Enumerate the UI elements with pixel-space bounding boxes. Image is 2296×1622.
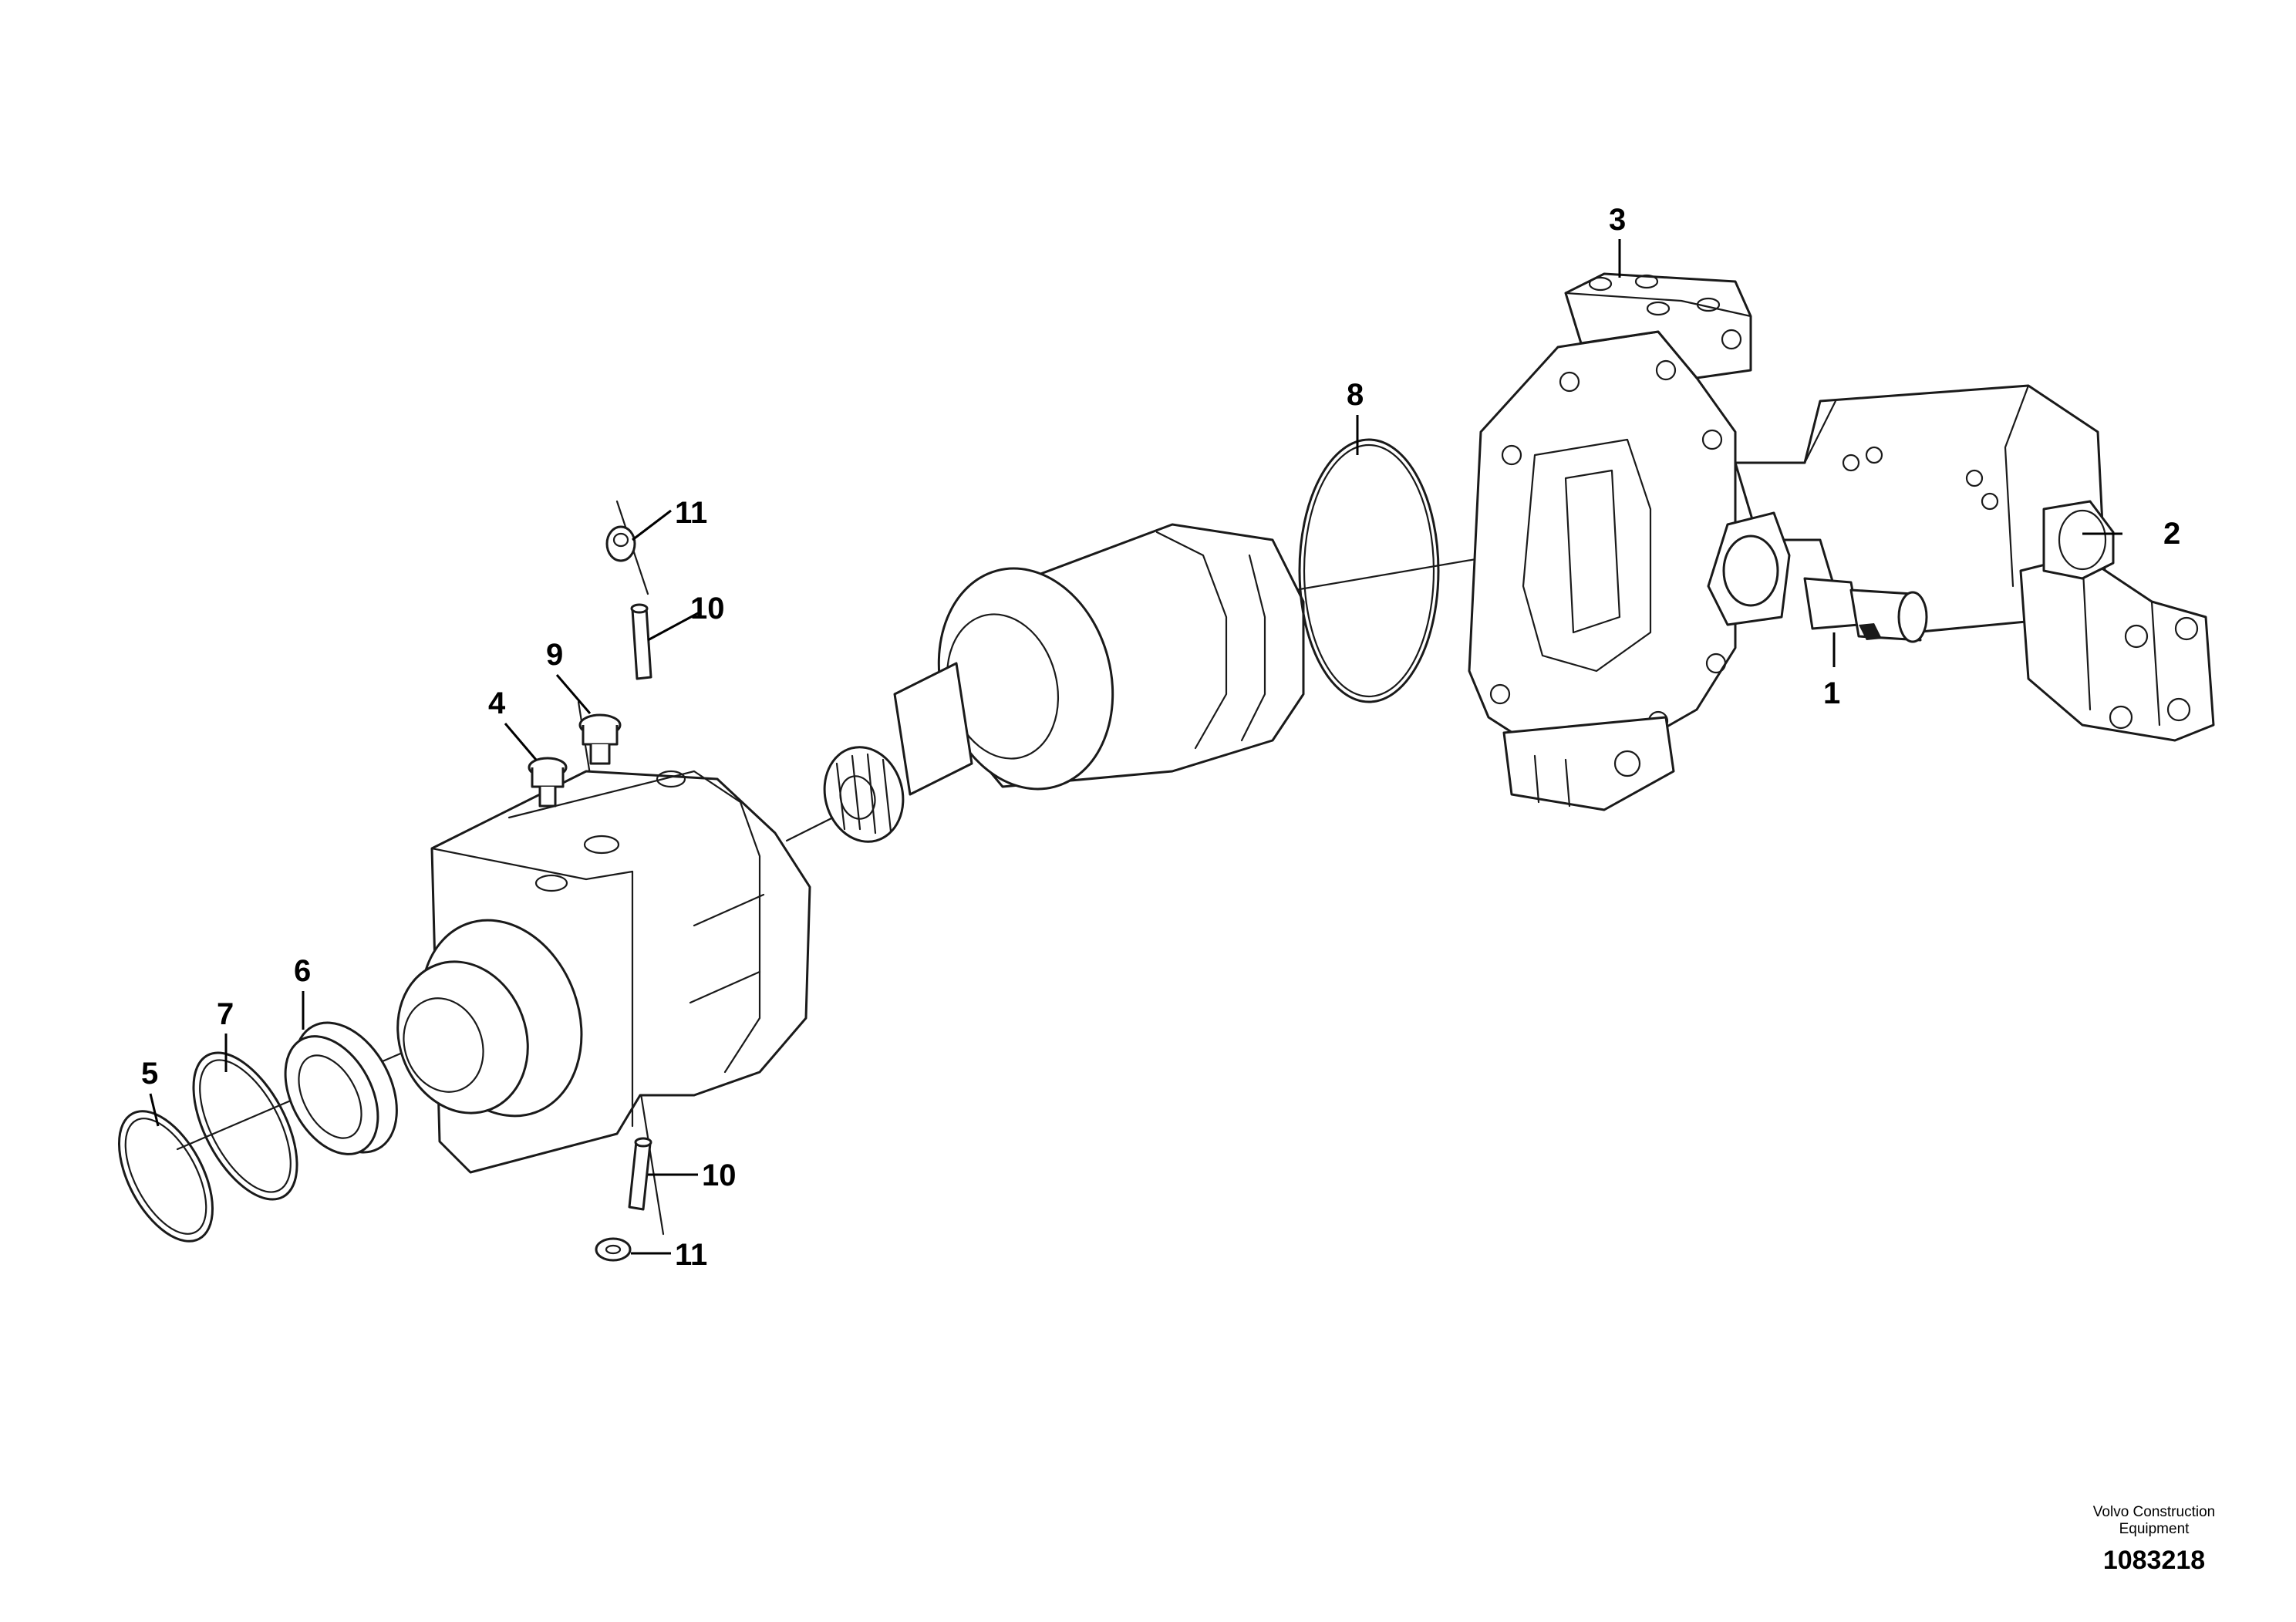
nut-part-11-upper[interactable] [605,525,636,562]
o-ring-part-8[interactable] [1298,438,1440,703]
regulator-assembly [1707,384,2215,742]
plug-part-2[interactable] [2042,500,2115,580]
pressure-sensor-part-1[interactable] [1803,577,1928,643]
callout-9: 9 [546,638,563,672]
callout-labels: 1 2 3 4 5 6 7 8 9 10 10 11 11 [141,203,2180,1272]
publisher-name-line2: Equipment [2119,1521,2190,1537]
callout-leaders [149,239,2122,1255]
end-cover [1468,330,1737,811]
callout-2: 2 [2163,517,2180,551]
callout-1: 1 [1823,676,1840,710]
callout-8: 8 [1347,378,1364,412]
callout-7: 7 [217,997,234,1031]
callout-10-upper: 10 [690,592,725,626]
valve-block-part-3[interactable] [1564,272,1752,379]
callout-4: 4 [488,686,506,720]
callout-5: 5 [141,1057,158,1091]
drawing-number: 1083218 [2102,1546,2206,1575]
plug-part-9[interactable] [578,713,622,765]
pin-part-10-lower[interactable] [628,1137,652,1211]
callout-10-lower: 10 [702,1158,737,1192]
plug-part-4[interactable] [528,757,568,808]
rotating-group-shaft [823,523,1305,843]
callout-6: 6 [294,954,311,988]
retaining-ring-part-7[interactable] [172,1037,318,1216]
callout-11-lower: 11 [675,1238,707,1272]
callout-11-upper: 11 [675,496,707,530]
pin-part-10-upper[interactable] [630,603,652,680]
publisher-block: Volvo Construction Equipment 1083218 [2054,1504,2254,1576]
publisher-name-line1: Volvo Construction [2092,1504,2216,1520]
callout-3: 3 [1609,203,1626,237]
pump-housing [396,770,811,1174]
shaft-seal-part-6[interactable] [267,1005,418,1170]
washer-part-11-lower[interactable] [595,1237,632,1262]
circlip-part-5[interactable] [99,1096,231,1256]
